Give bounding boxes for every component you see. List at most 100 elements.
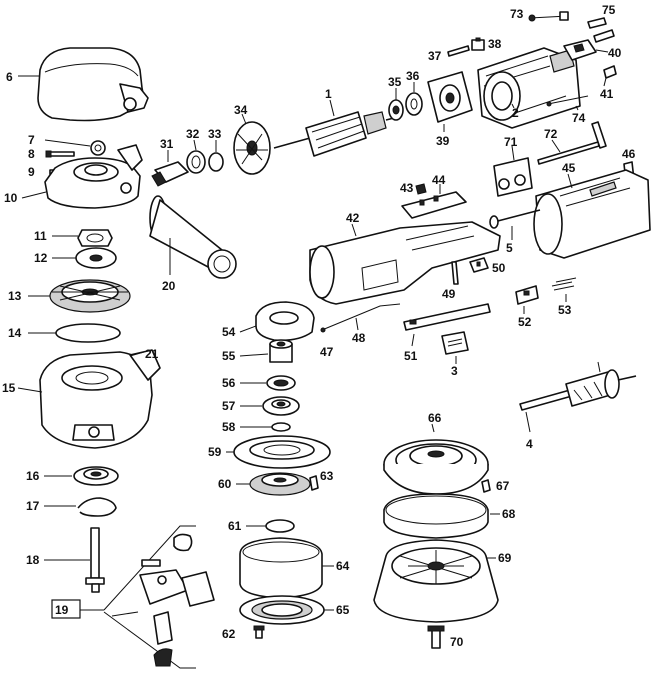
label-16: 16: [26, 469, 40, 483]
label-17: 17: [26, 499, 40, 513]
label-10: 10: [4, 191, 18, 205]
part-45-motor-housing: [533, 169, 651, 259]
label-53: 53: [558, 303, 572, 317]
part-12-pinion: [75, 247, 117, 269]
part-63-screw: [309, 475, 319, 491]
label-58: 58: [222, 420, 236, 434]
label-44: 44: [432, 173, 446, 187]
part-1-armature: [273, 111, 403, 157]
part-62-screw: [253, 625, 265, 639]
part-18-spindle: [85, 527, 105, 593]
part-14-o-ring: [55, 323, 121, 343]
label-63: 63: [320, 469, 334, 483]
label-55: 55: [222, 349, 236, 363]
part-17-circlip: [77, 497, 117, 517]
part-65-brush-ring: [239, 595, 325, 625]
label-13: 13: [8, 289, 22, 303]
label-51: 51: [404, 349, 418, 363]
part-37-screw: [447, 45, 470, 57]
part-72-key: [537, 121, 607, 165]
label-54: 54: [222, 325, 236, 339]
label-49: 49: [442, 287, 456, 301]
part-35-bearing: [388, 99, 404, 121]
label-9: 9: [28, 165, 35, 179]
part-33-washer: [208, 152, 224, 172]
label-4: 4: [526, 437, 533, 451]
part-60-eccentric: [249, 472, 311, 496]
part-68-seal-ring: [383, 493, 489, 539]
label-19-box: [51, 599, 81, 619]
label-33: 33: [208, 127, 222, 141]
label-2: 2: [512, 106, 519, 120]
label-67: 67: [496, 479, 510, 493]
label-48: 48: [352, 331, 366, 345]
part-4-power-cable: [519, 361, 637, 411]
label-62: 62: [222, 627, 236, 641]
part-16-bearing: [73, 466, 119, 486]
label-14: 14: [8, 326, 22, 340]
label-68: 68: [502, 507, 516, 521]
part-66-backing-pad: [383, 439, 489, 495]
part-5-shaft: [489, 209, 541, 229]
label-36: 36: [406, 69, 420, 83]
part-41-carbon-brush: [603, 65, 617, 79]
label-6: 6: [6, 70, 13, 84]
part-3-label: [441, 331, 469, 355]
part-34-fan: [233, 121, 271, 175]
part-56-bearing: [266, 375, 296, 391]
label-39: 39: [436, 134, 450, 148]
label-61: 61: [228, 519, 242, 533]
part-19-eccentric-kit: [103, 525, 215, 669]
label-69: 69: [498, 551, 512, 565]
label-52: 52: [518, 315, 532, 329]
label-3: 3: [451, 364, 458, 378]
part-39-bearing-plate: [427, 71, 473, 123]
part-69-sanding-pad: [373, 539, 499, 623]
part-54-bearing-housing: [255, 301, 315, 342]
part-67-screw: [481, 479, 491, 493]
part-58-circlip: [271, 422, 291, 432]
part-38-clamp: [471, 37, 485, 51]
part-74-cable: [547, 95, 589, 105]
part-6-cover: [37, 47, 149, 122]
part-50-clamp: [469, 257, 489, 273]
label-74: 74: [572, 111, 586, 125]
label-5: 5: [506, 241, 513, 255]
part-42-grip-housing: [309, 221, 501, 305]
part-57-bearing: [262, 396, 300, 416]
label-73: 73: [510, 7, 524, 21]
label-35: 35: [388, 75, 402, 89]
label-75: 75: [602, 3, 616, 17]
part-15-lower-housing: [39, 349, 161, 449]
label-64: 64: [336, 559, 350, 573]
part-7-bearing: [90, 140, 106, 156]
label-50: 50: [492, 261, 506, 275]
part-2-stator: [477, 47, 581, 129]
part-73-spring: [528, 11, 569, 22]
label-56: 56: [222, 376, 236, 390]
label-43: 43: [400, 181, 414, 195]
label-20: 20: [162, 279, 176, 293]
part-51-plate: [403, 303, 491, 331]
label-40: 40: [608, 46, 622, 60]
label-66: 66: [428, 411, 442, 425]
part-64-ring-guard: [239, 537, 323, 599]
part-61-ring: [265, 519, 295, 533]
label-15: 15: [2, 381, 16, 395]
part-32-bearing: [186, 150, 206, 174]
part-44-switch: [401, 191, 467, 219]
label-42: 42: [346, 211, 360, 225]
label-11: 11: [34, 229, 47, 243]
label-37: 37: [428, 49, 442, 63]
part-59-seal-plate: [233, 435, 331, 469]
label-32: 32: [186, 127, 200, 141]
label-59: 59: [208, 445, 222, 459]
part-20-side-handle: [149, 195, 237, 279]
label-46: 46: [622, 147, 636, 161]
label-18: 18: [26, 553, 40, 567]
part-49-screw: [451, 261, 459, 285]
label-45: 45: [562, 161, 576, 175]
part-10-gear-housing: [44, 144, 143, 209]
part-8-screw: [49, 151, 75, 157]
